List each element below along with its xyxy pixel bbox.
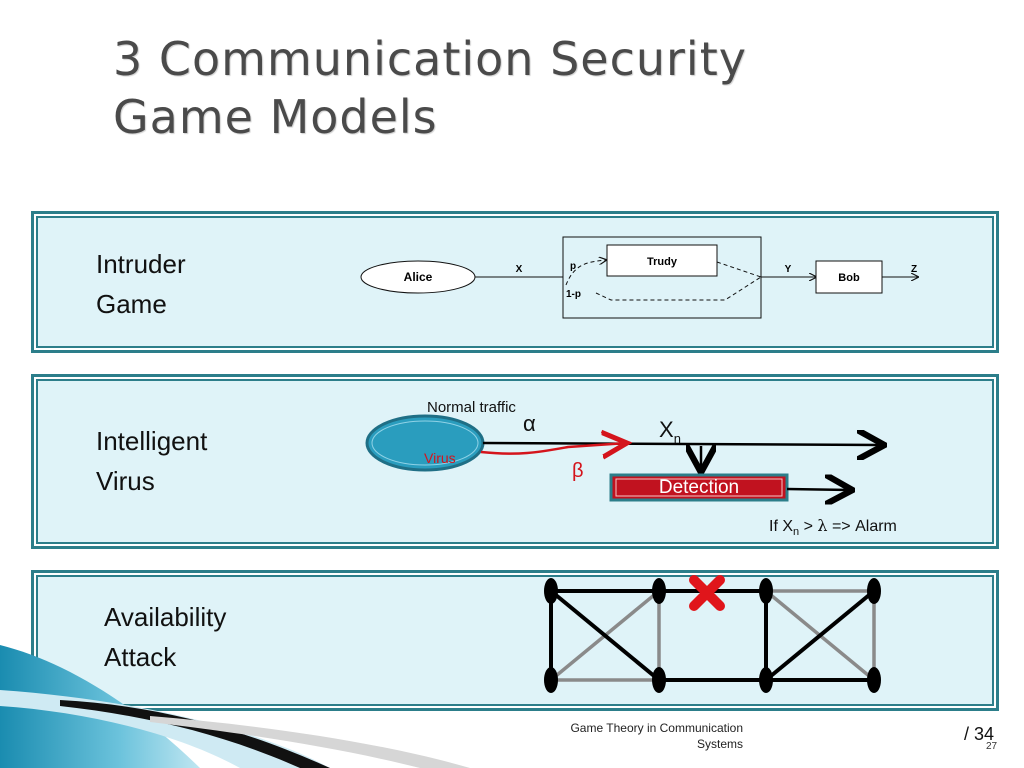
slide-title-line2: Game Models <box>113 90 438 144</box>
availability-attack-label: Availability Attack <box>104 597 226 677</box>
virus-label-line1: Intelligent <box>96 426 208 456</box>
intelligent-virus-label: Intelligent Virus <box>96 421 207 501</box>
intruder-game-label: Intruder Game <box>96 244 186 324</box>
slide-title: 3 Communication Security Game Models <box>113 30 873 146</box>
intelligent-virus-panel <box>31 374 999 549</box>
footer-line2: Systems <box>696 737 743 751</box>
footer-course-title: Game Theory in Communication Systems <box>520 720 743 752</box>
intruder-label-line2: Game <box>96 289 167 319</box>
page-number: 27 <box>986 741 998 752</box>
availability-label-line1: Availability <box>104 602 227 632</box>
footer-line1: Game Theory in Communication <box>570 721 743 735</box>
virus-label-line2: Virus <box>96 466 155 496</box>
intruder-label-line1: Intruder <box>96 249 186 279</box>
availability-label-line2: Attack <box>104 642 177 672</box>
slide-title-line1: 3 Communication Security <box>113 32 747 86</box>
page-total: / 34 <box>964 724 995 744</box>
